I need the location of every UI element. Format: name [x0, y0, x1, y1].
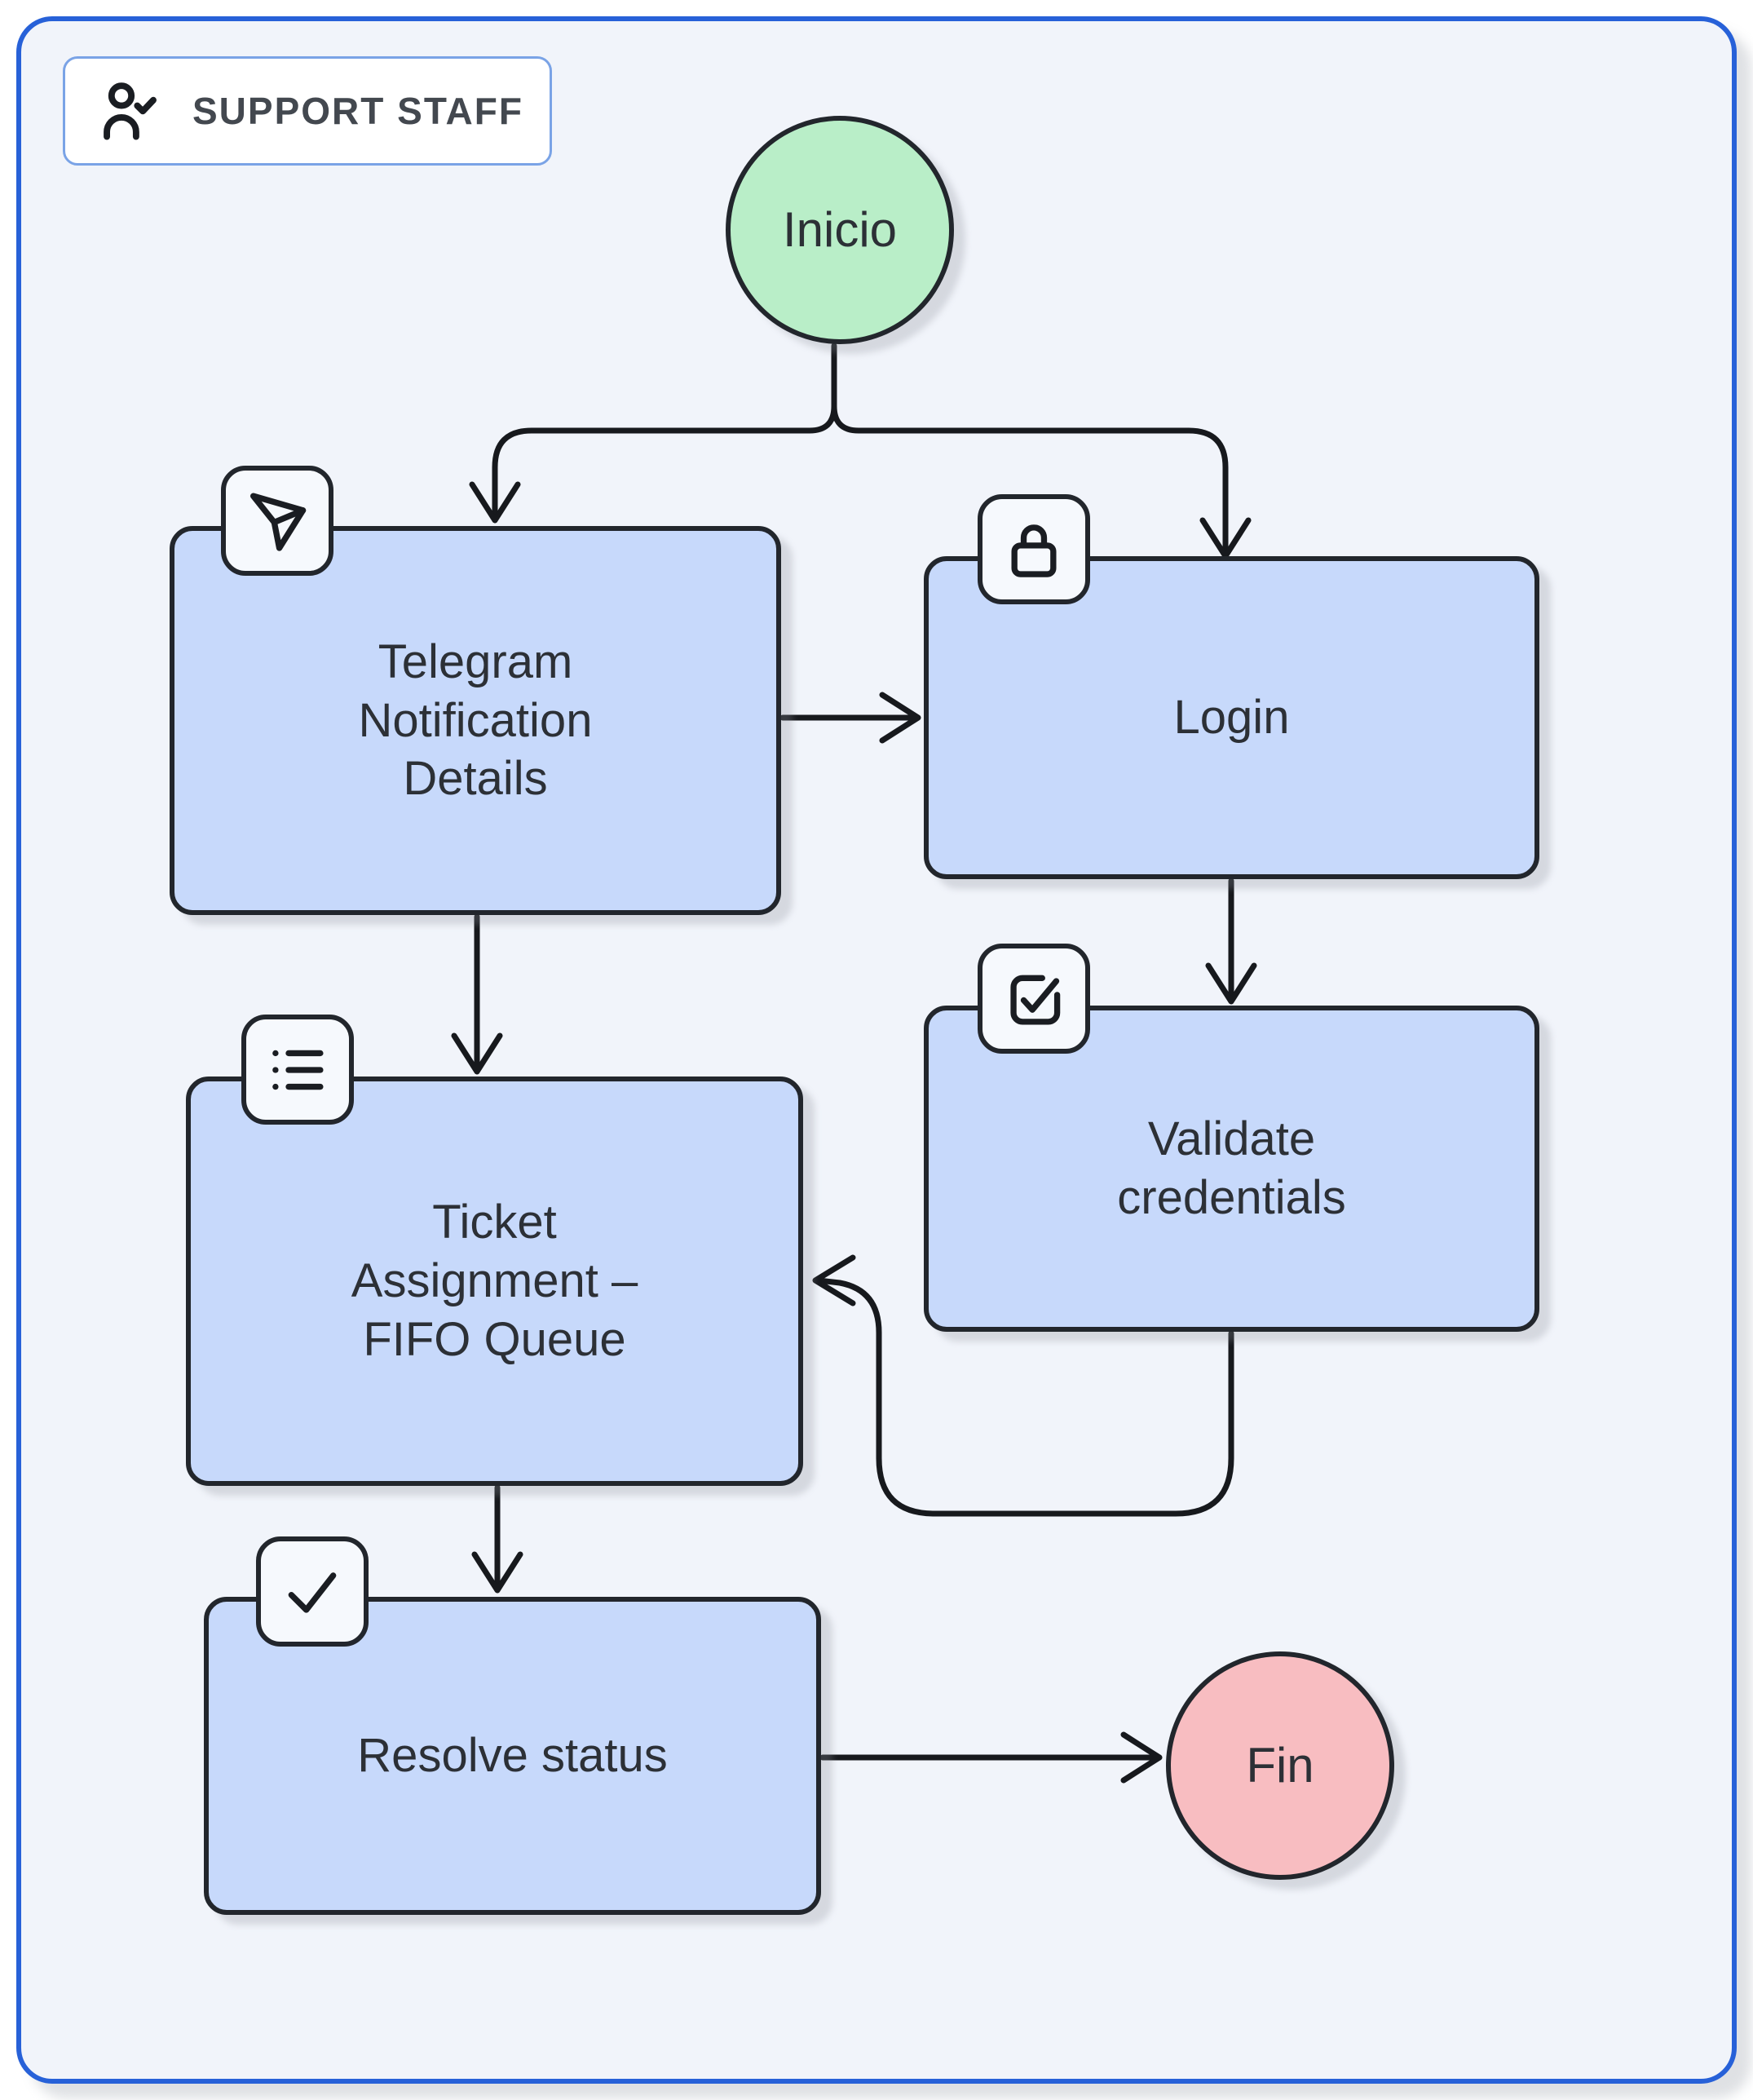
- node-badge: [978, 494, 1090, 604]
- node-start[interactable]: Inicio: [726, 116, 954, 344]
- node-badge: [241, 1015, 354, 1125]
- node-end[interactable]: Fin: [1166, 1651, 1394, 1880]
- send-icon: [250, 493, 307, 551]
- node-label: Telegram Notification Details: [358, 634, 593, 806]
- node-start-label: Inicio: [782, 201, 898, 257]
- node-badge: [221, 466, 333, 576]
- node-label: Resolve status: [357, 1729, 668, 1783]
- check-icon: [288, 1572, 337, 1613]
- check-square-icon: [1010, 975, 1061, 1025]
- user-check-icon: [104, 82, 157, 140]
- node-label: Validate credentials: [1117, 1112, 1346, 1224]
- node-label: Ticket Assignment – FIFO Queue: [351, 1196, 638, 1366]
- lane-header: SUPPORT STAFF: [63, 56, 552, 166]
- node-validate-credentials[interactable]: Validate credentials: [924, 944, 1539, 1332]
- list-icon: [272, 1050, 324, 1090]
- lane-header-label: SUPPORT STAFF: [192, 90, 523, 132]
- node-badge: [978, 944, 1090, 1054]
- lock-icon: [1011, 524, 1057, 577]
- node-telegram-notification-details[interactable]: Telegram Notification Details: [170, 466, 781, 915]
- node-badge: [256, 1536, 369, 1647]
- node-ticket-assignment-fifo-queue[interactable]: Ticket Assignment – FIFO Queue: [186, 1015, 803, 1486]
- node-label: Login: [1173, 691, 1290, 745]
- node-login[interactable]: Login: [924, 494, 1539, 879]
- node-resolve-status[interactable]: Resolve status: [204, 1536, 821, 1915]
- node-end-label: Fin: [1246, 1737, 1314, 1793]
